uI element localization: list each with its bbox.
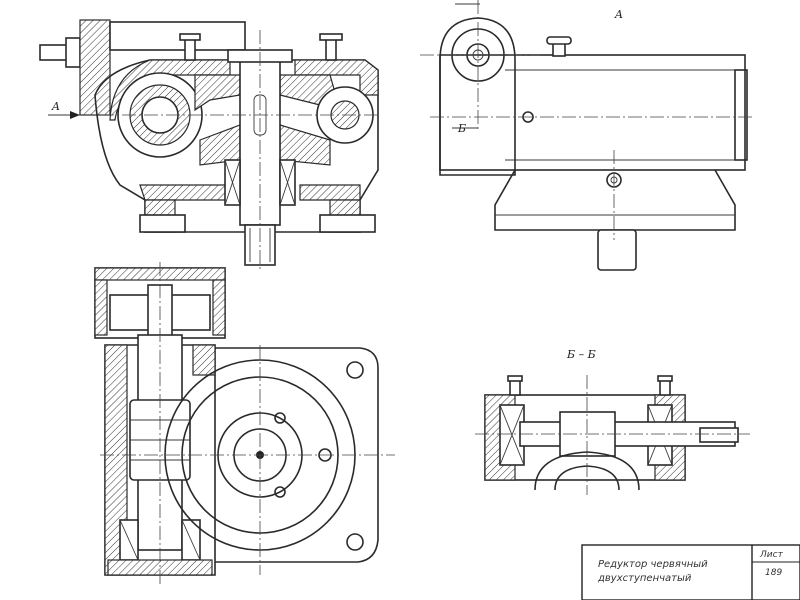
front-section-view: A <box>39 19 380 270</box>
sheet-number: 189 <box>765 568 782 578</box>
top-section-view <box>94 262 395 585</box>
view-a-title: A <box>614 8 623 21</box>
arrow-a-label: A <box>51 100 60 113</box>
title-line-1: Редуктор червячный <box>598 559 708 570</box>
title-line-2: двухступенчатый <box>597 573 692 584</box>
sheet-label: Лист <box>759 550 784 560</box>
side-view-a: A Б <box>420 0 755 271</box>
section-title: Б – Б <box>566 348 596 361</box>
section-b-view: Б – Б <box>475 348 750 495</box>
arrow-b-label: Б <box>457 122 466 135</box>
title-block: Редуктор червячный двухступенчатый Лист … <box>581 544 800 600</box>
